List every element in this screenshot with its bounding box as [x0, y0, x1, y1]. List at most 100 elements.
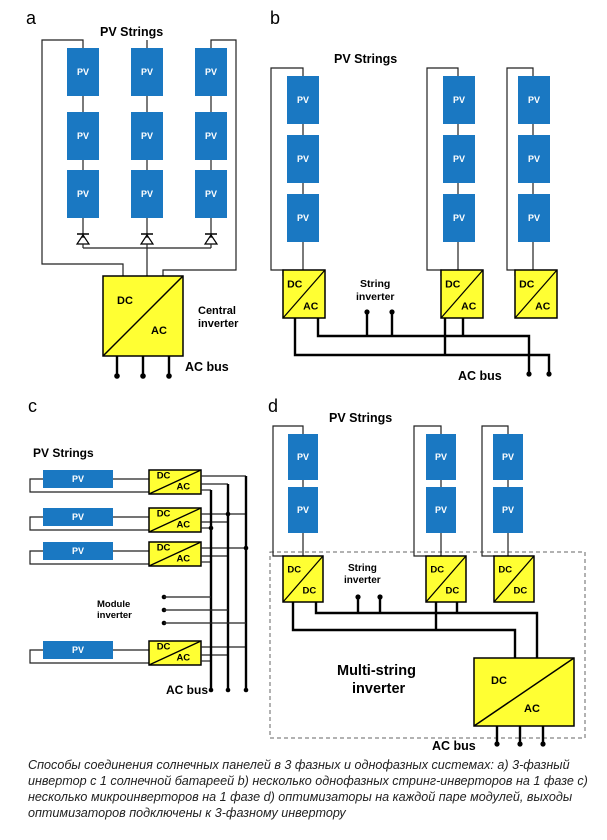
wire	[29, 649, 149, 664]
pv-label: PV	[297, 452, 309, 462]
dc-label: DC	[157, 471, 171, 482]
bus-terminal-dot	[540, 741, 546, 747]
pv-module: PV	[67, 112, 99, 160]
pv-label: PV	[297, 95, 309, 105]
ac-label: DC	[446, 586, 460, 597]
pv-label: PV	[453, 213, 465, 223]
inverter-diagonal-icon	[282, 269, 326, 319]
bus-terminal-dot	[389, 309, 395, 315]
dc-label: DC	[498, 565, 512, 576]
pv-module: PV	[443, 135, 475, 183]
inverter-diagonal-icon	[282, 555, 324, 603]
pv-strings-label: PV Strings	[33, 446, 94, 460]
dc-label: DC	[157, 543, 171, 554]
pv-module: PV	[518, 194, 550, 242]
ac-label: AC	[461, 300, 477, 312]
ac-label: DC	[514, 586, 528, 597]
pv-label: PV	[297, 505, 309, 515]
ac-label: DC	[303, 586, 317, 597]
string-inverter: DC AC	[148, 507, 202, 533]
pv-strings-label: PV Strings	[100, 25, 163, 39]
ac-label: AC	[176, 520, 190, 531]
bus-terminal-dot	[546, 371, 552, 377]
bus-terminal-dot	[225, 511, 231, 517]
pv-module: PV	[67, 170, 99, 218]
bus-terminal-dot	[208, 525, 214, 531]
diode-icon	[203, 233, 219, 245]
pv-label: PV	[528, 95, 540, 105]
inverter-diagonal-icon	[148, 469, 202, 495]
bus-terminal-dot	[494, 741, 500, 747]
pv-module: PV	[443, 194, 475, 242]
pv-module: PV	[43, 542, 113, 560]
wire	[293, 318, 551, 374]
pv-label: PV	[141, 131, 153, 141]
pv-label: PV	[72, 512, 84, 522]
ac-bus-label: AC bus	[166, 683, 208, 697]
pv-module: PV	[493, 487, 523, 533]
wire	[41, 39, 124, 276]
pv-label: PV	[77, 131, 89, 141]
pv-module: PV	[493, 434, 523, 480]
dc-label: DC	[157, 509, 171, 520]
pv-module: PV	[288, 434, 318, 480]
wire	[272, 425, 304, 557]
diode-icon	[75, 233, 91, 245]
inverter-diagonal-icon	[148, 640, 202, 666]
ac-label: AC	[151, 325, 167, 337]
pv-module: PV	[287, 135, 319, 183]
inverter-diagonal-icon	[440, 269, 484, 319]
pv-label: PV	[77, 67, 89, 77]
inverter-diagonal-icon	[148, 507, 202, 533]
dc-label: DC	[157, 642, 171, 653]
pv-module: PV	[43, 508, 113, 526]
pv-label: PV	[297, 213, 309, 223]
ac-bus-label: AC bus	[458, 369, 502, 383]
pv-label: PV	[72, 546, 84, 556]
diode-icon	[139, 233, 155, 245]
pv-module: PV	[426, 487, 456, 533]
bus-terminal-dot	[166, 373, 172, 379]
bus-terminal-dot	[355, 594, 361, 600]
pv-label: PV	[205, 189, 217, 199]
pv-label: PV	[453, 95, 465, 105]
pv-label: PV	[141, 67, 153, 77]
pv-module: PV	[288, 487, 318, 533]
wire	[162, 39, 237, 276]
wire	[29, 516, 149, 531]
wire	[314, 602, 539, 658]
pv-label: PV	[453, 154, 465, 164]
panel-letter-c: c	[28, 396, 37, 416]
bus-terminal-dot	[377, 594, 383, 600]
bus-terminal-dot	[140, 373, 146, 379]
module-inverter-label-line1: Module	[97, 599, 130, 610]
multi-string-inverter: DC AC	[473, 657, 575, 727]
pv-label: PV	[72, 645, 84, 655]
pv-module: PV	[195, 112, 227, 160]
wire	[29, 550, 149, 565]
ac-label: AC	[535, 300, 551, 312]
panel-b-string-inverters: b PV Strings PVPVPVDCACPVPVPVDCACPVPVPVD…	[270, 8, 558, 383]
string-inverter-label-line2: inverter	[356, 291, 395, 303]
string-inverter-label-line1: String	[348, 563, 377, 574]
pv-label: PV	[528, 154, 540, 164]
bus-terminal-dot	[243, 545, 249, 551]
multi-string-label-line1: Multi-string	[337, 663, 416, 679]
string-inverter-label-line1: String	[360, 278, 390, 290]
figure-caption: Способы соединения солнечных панелей в 3…	[28, 758, 588, 820]
wire	[29, 478, 149, 493]
dc-label: DC	[287, 278, 303, 290]
